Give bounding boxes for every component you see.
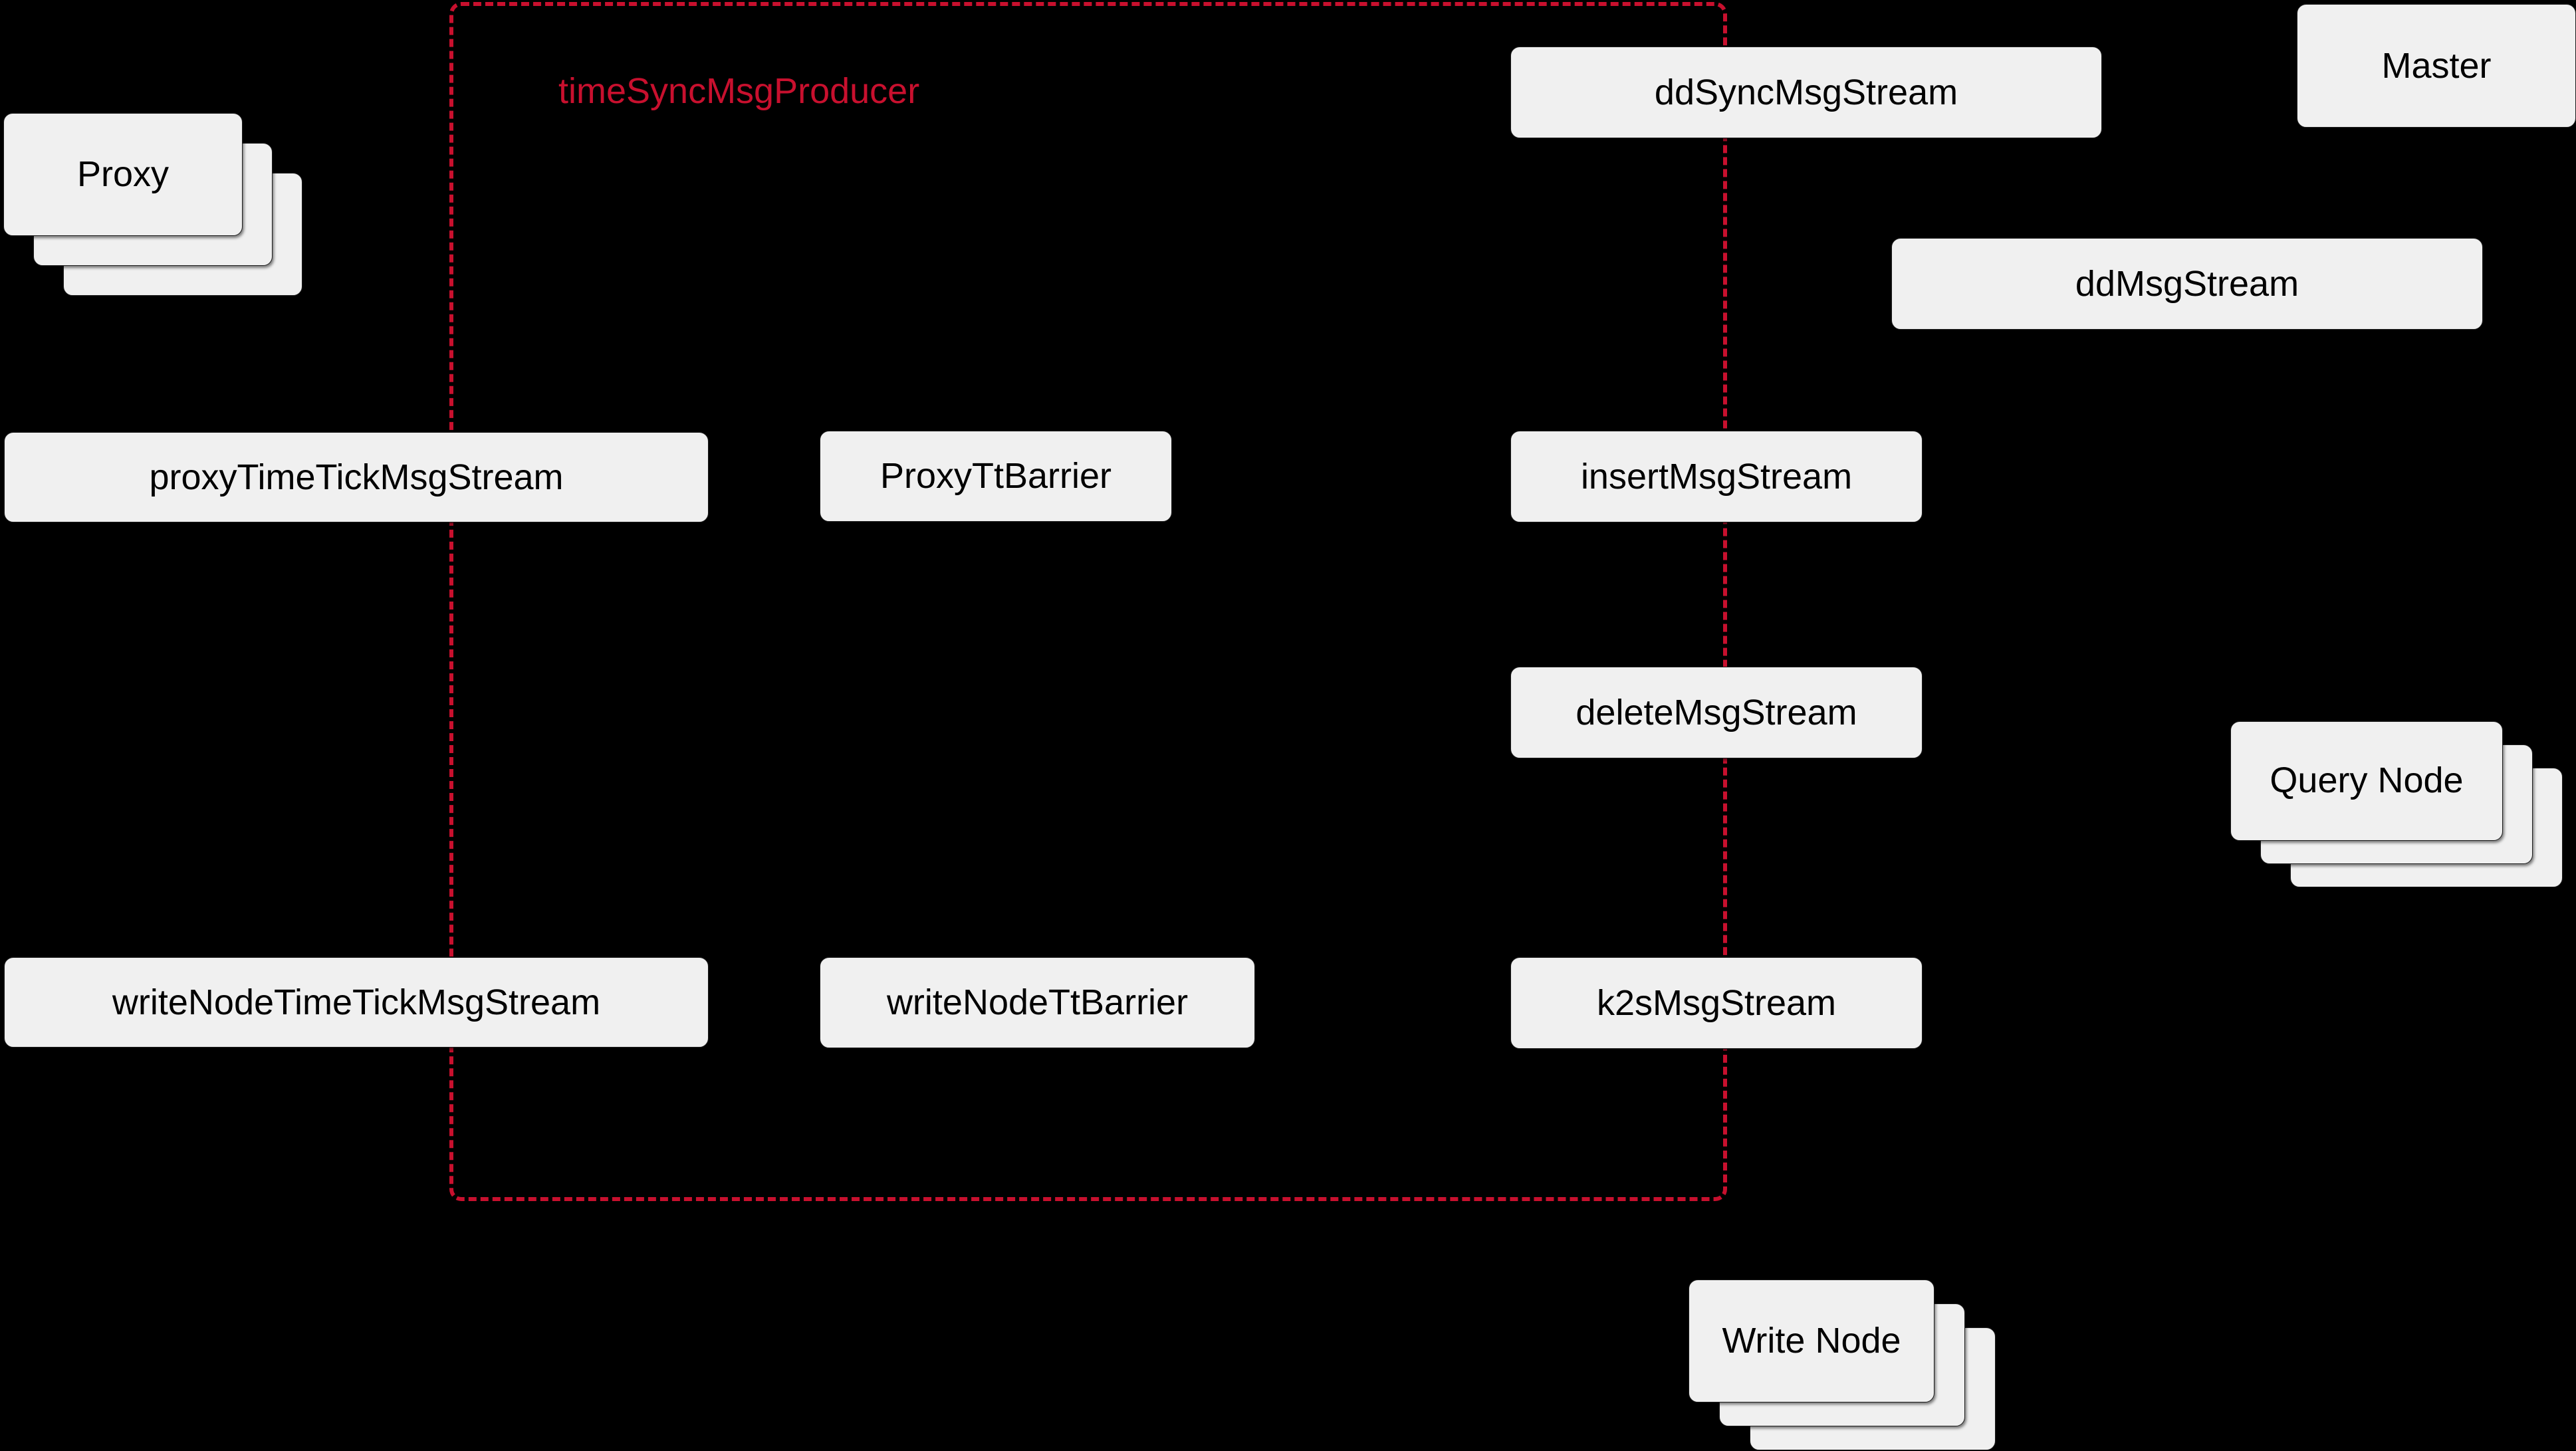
node-write-node-time-tick-msg-stream[interactable]: writeNodeTimeTickMsgStream	[4, 957, 709, 1048]
node-proxy-tt-barrier[interactable]: ProxyTtBarrier	[820, 431, 1172, 522]
node-k2s-msg-stream[interactable]: k2sMsgStream	[1510, 957, 1923, 1049]
proxy-label: Proxy	[76, 154, 170, 194]
node-dd-msg-stream[interactable]: ddMsgStream	[1891, 238, 2483, 330]
node-insert-msg-stream[interactable]: insertMsgStream	[1510, 431, 1923, 522]
query-node-card-front[interactable]: Query Node	[2230, 721, 2503, 841]
write-node-card-front[interactable]: Write Node	[1689, 1280, 1934, 1402]
region-label-time-sync-msg-producer: timeSyncMsgProducer	[558, 71, 920, 111]
write-node-label: Write Node	[1722, 1321, 1901, 1361]
node-delete-msg-stream[interactable]: deleteMsgStream	[1510, 667, 1923, 758]
node-dd-sync-msg-stream[interactable]: ddSyncMsgStream	[1510, 47, 2102, 138]
write-node-stack[interactable]: Write Node	[1689, 1280, 1996, 1451]
proxy-card-front[interactable]: Proxy	[3, 113, 243, 236]
node-master[interactable]: Master	[2297, 4, 2576, 128]
node-proxy-time-tick-msg-stream[interactable]: proxyTimeTickMsgStream	[4, 432, 709, 522]
node-write-node-tt-barrier[interactable]: writeNodeTtBarrier	[820, 957, 1255, 1048]
proxy-stack[interactable]: Proxy	[3, 113, 302, 296]
time-sync-msg-producer-region	[449, 2, 1727, 1201]
query-node-stack[interactable]: Query Node	[2230, 721, 2563, 887]
query-node-label: Query Node	[2270, 760, 2464, 801]
